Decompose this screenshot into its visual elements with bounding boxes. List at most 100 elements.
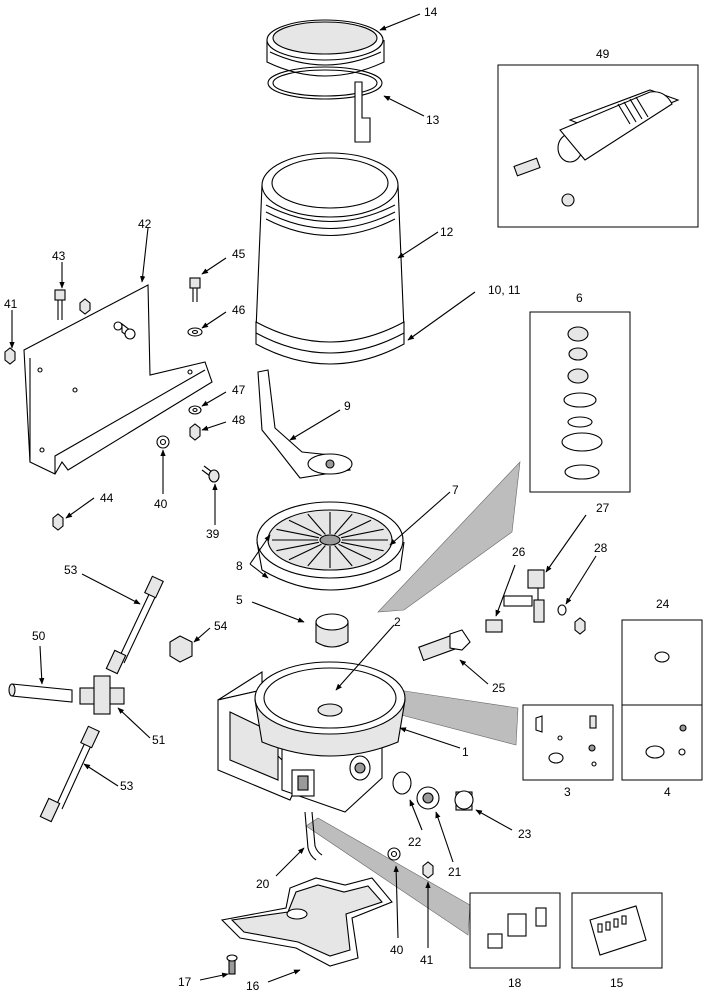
callout-53-bottom: 53 — [120, 779, 134, 793]
washer-47-part — [188, 405, 202, 415]
cover-part — [266, 19, 385, 77]
leader-lines — [9, 13, 597, 983]
mounting-bracket-part — [23, 284, 213, 475]
retainer-ring-part — [267, 66, 383, 143]
callout-53-top: 53 — [64, 563, 78, 577]
callout-27: 27 — [596, 501, 610, 515]
plate-spoke — [340, 528, 384, 539]
callout-7: 7 — [452, 483, 459, 497]
hose-53a-part — [105, 575, 164, 675]
plate-spoke — [334, 545, 353, 567]
cable-part — [304, 811, 323, 861]
plate-spoke — [338, 519, 372, 537]
callout-24: 24 — [656, 597, 670, 611]
plate-spoke — [276, 528, 320, 539]
callout-6: 6 — [576, 291, 583, 305]
leader-band-kit-18 — [305, 817, 471, 936]
screw-17-part — [226, 954, 238, 975]
stud-part — [113, 321, 136, 340]
leader-band-kit-3 — [389, 689, 519, 746]
tee-51-part — [79, 675, 125, 715]
plate-spoke — [334, 513, 353, 535]
callout-47: 47 — [232, 383, 246, 397]
callout-2: 2 — [394, 615, 401, 629]
callout-22: 22 — [408, 835, 422, 849]
callout-42: 42 — [138, 217, 152, 231]
callout-labels: 14 13 12 10, 11 9 7 8 5 2 1 6 49 27 26 2… — [4, 5, 671, 993]
callout-40-bottom: 40 — [390, 943, 404, 957]
washer-46-part — [187, 327, 203, 337]
callout-48: 48 — [232, 413, 246, 427]
callout-50: 50 — [32, 629, 46, 643]
inset-box-24 — [621, 619, 703, 706]
fitting-28-part — [557, 604, 567, 616]
nut-41b-part — [422, 861, 434, 879]
callout-1: 1 — [462, 745, 469, 759]
hose-53b-part — [39, 725, 100, 823]
fitting-26-part — [485, 619, 503, 633]
callout-51: 51 — [152, 733, 166, 747]
callout-15: 15 — [610, 976, 624, 990]
paddle-part — [257, 369, 353, 479]
bolt-43-part — [54, 289, 66, 320]
callout-43: 43 — [52, 249, 66, 263]
callout-46: 46 — [232, 303, 246, 317]
callout-41-bottom: 41 — [420, 953, 434, 967]
oring-22-part — [392, 771, 412, 795]
spacer-part — [315, 613, 349, 648]
inset-box-4 — [621, 704, 703, 781]
follower-plate-part — [256, 501, 405, 591]
callout-13: 13 — [426, 113, 440, 127]
inset-box-18 — [469, 892, 561, 969]
callout-40-top: 40 — [154, 497, 168, 511]
inset-box-3 — [522, 704, 614, 781]
plate-spoke — [307, 545, 326, 567]
plate-spoke — [288, 519, 322, 537]
plate-spoke — [340, 541, 384, 552]
callout-26: 26 — [512, 545, 526, 559]
nut-44-part — [52, 513, 64, 531]
callout-14: 14 — [424, 5, 438, 19]
callout-23: 23 — [518, 827, 532, 841]
drip-tray-part — [220, 877, 393, 967]
callout-21: 21 — [448, 865, 462, 879]
callout-39: 39 — [206, 527, 220, 541]
callout-9: 9 — [344, 399, 351, 413]
callout-44: 44 — [100, 491, 114, 505]
inset-box-15 — [571, 892, 663, 969]
callout-54: 54 — [214, 619, 228, 633]
callout-12: 12 — [440, 225, 454, 239]
plug-23-part — [454, 790, 474, 811]
plate-spoke — [307, 513, 326, 535]
callout-3: 3 — [564, 785, 571, 799]
nut-48-part — [189, 423, 201, 441]
callout-5: 5 — [236, 593, 243, 607]
fitting-25-part — [418, 629, 471, 662]
screw-45-part — [189, 277, 201, 302]
screw-39-part — [201, 465, 220, 483]
pump-base-part — [217, 661, 406, 813]
callout-28: 28 — [594, 541, 608, 555]
plate-spoke — [276, 541, 320, 552]
callout-18: 18 — [508, 976, 522, 990]
callout-4: 4 — [664, 785, 671, 799]
leader-band-seal-kit — [377, 461, 521, 613]
washer-40a-part — [156, 435, 170, 449]
reservoir-part — [255, 152, 405, 365]
nut-bracket-part — [79, 298, 91, 315]
callout-25: 25 — [492, 681, 506, 695]
plug-21-part — [416, 786, 440, 810]
inset-box-49 — [497, 64, 699, 228]
callout-41-top: 41 — [4, 297, 18, 311]
nut-right-part — [574, 617, 586, 635]
callout-45: 45 — [232, 247, 246, 261]
callout-20: 20 — [256, 877, 270, 891]
callout-8: 8 — [236, 559, 243, 573]
callout-17: 17 — [178, 975, 192, 989]
plate-spoke — [338, 543, 372, 561]
pipe-50-part — [8, 683, 73, 703]
callout-16: 16 — [246, 979, 260, 993]
fitting-27-part — [503, 569, 545, 623]
callout-49: 49 — [596, 47, 610, 61]
